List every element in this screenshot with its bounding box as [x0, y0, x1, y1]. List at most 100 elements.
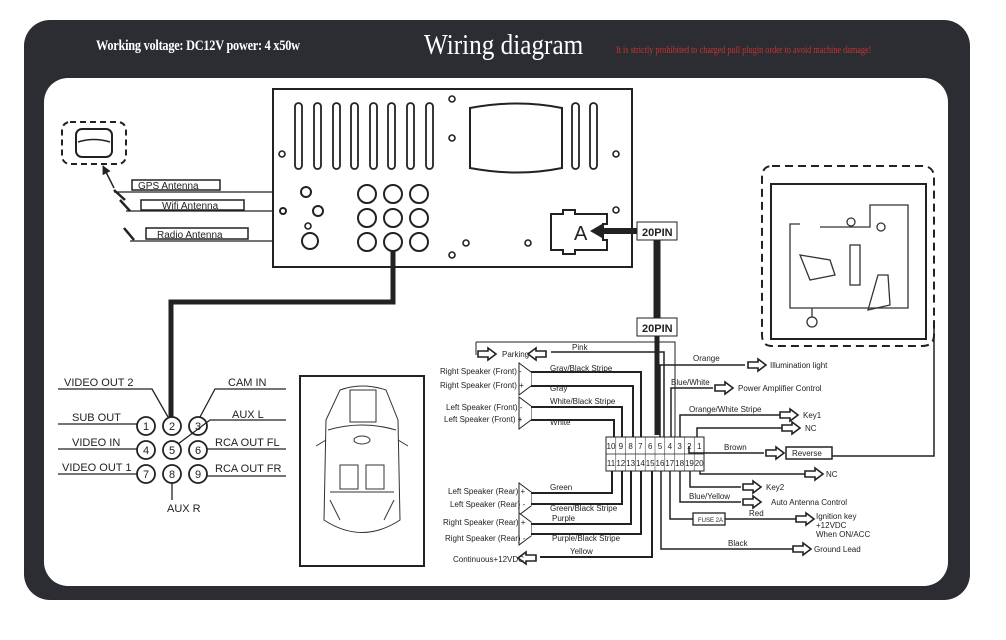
dest-ground: Ground Lead — [814, 545, 861, 554]
port-4: 4 — [143, 445, 149, 457]
dest-parking: Parking — [502, 350, 529, 359]
wire-gray: Gray — [550, 384, 567, 393]
wire-brown: Brown — [724, 443, 747, 452]
fuse-box — [692, 512, 726, 526]
pin-12: 12 — [616, 459, 625, 468]
wire-blue-white: Blue/White — [671, 378, 710, 387]
wire-red: Red — [749, 509, 764, 518]
wifi-antenna-label: Wifi Antenna — [162, 201, 219, 212]
wire-yellow: Yellow — [570, 547, 593, 556]
dest-power-amp: Power Amplifier Control — [738, 384, 822, 393]
antenna-jacks — [279, 186, 324, 250]
antenna-gps: GPS Antenna — [113, 179, 300, 201]
rca-jacks — [357, 184, 429, 252]
radio-antenna-label: Radio Antenna — [157, 230, 223, 241]
reverse-schematic — [761, 165, 935, 457]
dest-nc-1: NC — [805, 424, 817, 433]
dest-rs-rear-neg: Right Speaker (Rear) - — [445, 534, 526, 543]
dest-rs-rear-pos: Right Speaker (Rear) + — [443, 518, 526, 527]
left-wiring — [475, 341, 676, 558]
right-wire-labels: Orange Illumination light Blue/White Pow… — [671, 354, 870, 554]
pin-3: 3 — [677, 442, 682, 451]
car-illustration — [299, 375, 425, 567]
wire-gray-black: Gray/Black Stripe — [550, 364, 613, 373]
wire-pink: Pink — [572, 343, 589, 352]
dest-illumination: Illumination light — [770, 361, 828, 370]
wire-black: Black — [728, 539, 749, 548]
pin-10: 10 — [607, 442, 616, 451]
pin-1: 1 — [697, 442, 702, 451]
dest-ls-rear-neg: Left Speaker (Rear) - — [450, 500, 525, 509]
dest-key2: Key2 — [766, 483, 785, 492]
label-sub-out: SUB OUT — [72, 412, 121, 424]
port-7: 7 — [143, 469, 149, 481]
head-unit: A — [272, 88, 640, 268]
pin-14: 14 — [636, 459, 645, 468]
page-title: Wiring diagram — [424, 30, 584, 61]
dest-rs-front-neg: Right Speaker (Front) - — [440, 367, 522, 376]
wire-purple: Purple — [552, 514, 576, 523]
fuse-label: FUSE 2A — [698, 518, 723, 524]
wire-blue-yellow: Blue/Yellow — [689, 492, 730, 501]
dest-auto-antenna: Auto Antenna Control — [771, 498, 847, 507]
dest-nc-20: NC — [826, 470, 838, 479]
pin-16: 16 — [656, 459, 665, 468]
port-5: 5 — [169, 445, 175, 457]
pin-17: 17 — [665, 459, 674, 468]
screw-holes — [278, 95, 620, 259]
right-wiring — [659, 364, 805, 550]
pin-8: 8 — [628, 442, 633, 451]
wire-white: White — [550, 418, 571, 427]
gps-module — [61, 121, 127, 189]
rca-port-map: 1 2 3 4 5 6 7 8 9 VIDEO OUT 2 CAM IN SUB… — [58, 377, 286, 515]
wire-orange-white: Orange/White Stripe — [689, 405, 762, 414]
wire-orange: Orange — [693, 354, 720, 363]
wire-white-black: White/Black Stripe — [550, 397, 616, 406]
pin-4: 4 — [668, 442, 673, 451]
pin-7: 7 — [638, 442, 643, 451]
warning-text: It is strictly prohibited to charged pul… — [616, 45, 872, 56]
svg-text:20PIN: 20PIN — [642, 323, 673, 335]
label-video-out-2: VIDEO OUT 2 — [64, 377, 133, 389]
port-8: 8 — [169, 469, 175, 481]
dest-ls-front-neg: Left Speaker (Front) - — [446, 403, 523, 412]
pin-18: 18 — [675, 459, 684, 468]
dest-ignition-2: +12VDC — [816, 521, 847, 530]
wire-green: Green — [550, 483, 572, 492]
label-rca-out-fl: RCA OUT FL — [215, 437, 280, 449]
connector-a-label: A — [574, 223, 588, 245]
vent-slots — [294, 102, 598, 170]
port-2: 2 — [169, 421, 175, 433]
wire-green-black: Green/Black Stripe — [550, 504, 618, 513]
reverse-box — [785, 446, 833, 460]
dest-reverse: Reverse — [792, 449, 822, 458]
wire-purple-black: Purple/Black Stripe — [552, 534, 621, 543]
plug-bottom: 20PIN — [636, 317, 678, 337]
pin-20: 20 — [695, 459, 704, 468]
dest-rs-front-pos: Right Speaker (Front) + — [440, 381, 524, 390]
label-aux-r: AUX R — [167, 503, 201, 515]
dest-ignition-3: When ON/ACC — [816, 530, 870, 539]
label-rca-out-fr: RCA OUT FR — [215, 463, 281, 475]
dest-continuous-12v: Continuous+12VDC — [453, 555, 524, 564]
dest-ignition-1: Ignition key — [816, 512, 856, 521]
port-9: 9 — [195, 469, 201, 481]
dest-ls-front-pos: Left Speaker (Front) + — [444, 415, 523, 424]
pin-6: 6 — [648, 442, 653, 451]
port-6: 6 — [195, 445, 201, 457]
label-video-out-1: VIDEO OUT 1 — [62, 462, 131, 474]
svg-text:20PIN: 20PIN — [642, 227, 673, 239]
left-wire-labels: Parking Pink Right Speaker (Front) - Gra… — [440, 343, 621, 564]
dest-key1: Key1 — [803, 411, 822, 420]
port-1: 1 — [143, 421, 149, 433]
gps-antenna-label: GPS Antenna — [138, 181, 199, 192]
pin-11: 11 — [607, 459, 616, 468]
dest-ls-rear-pos: Left Speaker (Rear) + — [448, 487, 525, 496]
port-3: 3 — [195, 421, 201, 433]
pin-5: 5 — [658, 442, 663, 451]
connector-a — [550, 209, 608, 255]
pin-19: 19 — [685, 459, 694, 468]
pin-13: 13 — [626, 459, 635, 468]
